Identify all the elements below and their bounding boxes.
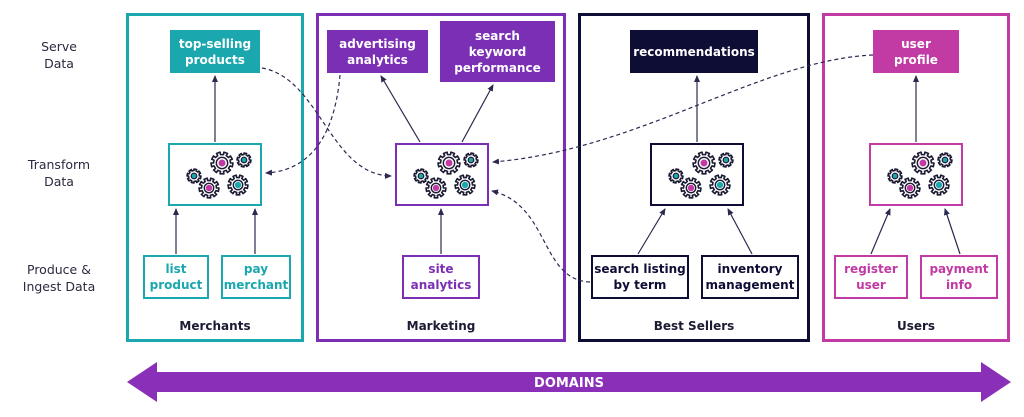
gear-center-dot xyxy=(892,173,898,179)
gear-cluster-icon xyxy=(186,151,252,199)
transform-gear-box-users xyxy=(869,143,963,206)
gear-center-dot xyxy=(468,157,474,163)
dashed-arrow-advertising-to-merchants xyxy=(265,74,341,176)
dashed-arrow-top-selling-to-marketing xyxy=(261,67,392,179)
row-label-serve: Serve Data xyxy=(41,39,77,71)
dashed-arrow-search-listing-to-marketing xyxy=(491,189,591,283)
gear-center-dot xyxy=(461,181,469,189)
domain-title-users: Users xyxy=(896,319,936,333)
domain-title-best-sellers: Best Sellers xyxy=(653,319,735,333)
gear-center-dot xyxy=(919,159,927,167)
domain-merchants: Merchants xyxy=(126,13,304,342)
row-label-transform: Transform Data xyxy=(27,157,91,189)
gear-cluster-icon xyxy=(668,151,734,199)
gear-cluster-icon xyxy=(413,151,479,199)
gear-center-dot xyxy=(418,173,424,179)
gear-center-dot xyxy=(432,184,440,192)
dashed-arrows xyxy=(261,54,874,283)
arrow-inventory-to-transform xyxy=(727,208,753,255)
transform-gear-box-marketing xyxy=(395,143,489,206)
domain-users: Users xyxy=(822,13,1010,342)
dashed-arrow-user-profile-to-marketing xyxy=(492,54,874,165)
gear-center-dot xyxy=(241,157,247,163)
domain-marketing: Marketing xyxy=(316,13,566,342)
arrow-marketing-transform-to-advertising xyxy=(380,75,421,143)
domains-banner-arrow xyxy=(127,362,1011,402)
gear-center-dot xyxy=(723,157,729,163)
arrow-search-listing-to-transform xyxy=(637,208,666,255)
solid-arrows xyxy=(173,75,961,255)
gear-center-dot xyxy=(673,173,679,179)
gear-center-dot xyxy=(218,159,226,167)
domain-best-sellers: Best Sellers xyxy=(578,13,810,342)
serve-box-recommendations: recommendations xyxy=(630,30,758,73)
gear-center-dot xyxy=(687,184,695,192)
domain-title-merchants: Merchants xyxy=(179,319,251,333)
gear-center-dot xyxy=(716,181,724,189)
gear-center-dot xyxy=(234,181,242,189)
arrow-payment-info-to-transform xyxy=(944,208,961,255)
transform-gear-box-merchants xyxy=(168,143,262,206)
domain-title-marketing: Marketing xyxy=(406,319,476,333)
gear-center-dot xyxy=(205,184,213,192)
gear-center-dot xyxy=(906,184,914,192)
arrow-marketing-transform-to-keywords xyxy=(461,84,494,143)
gear-center-dot xyxy=(942,157,948,163)
domains-banner-label: DOMAINS xyxy=(534,376,604,391)
gear-center-dot xyxy=(700,159,708,167)
gear-cluster-icon xyxy=(887,151,953,199)
gear-center-dot xyxy=(935,181,943,189)
row-label-produce: Produce & Ingest Data xyxy=(22,262,96,294)
arrow-register-user-to-transform xyxy=(870,208,891,255)
gear-center-dot xyxy=(191,173,197,179)
transform-gear-box-best-sellers xyxy=(650,143,744,206)
gear-center-dot xyxy=(445,159,453,167)
